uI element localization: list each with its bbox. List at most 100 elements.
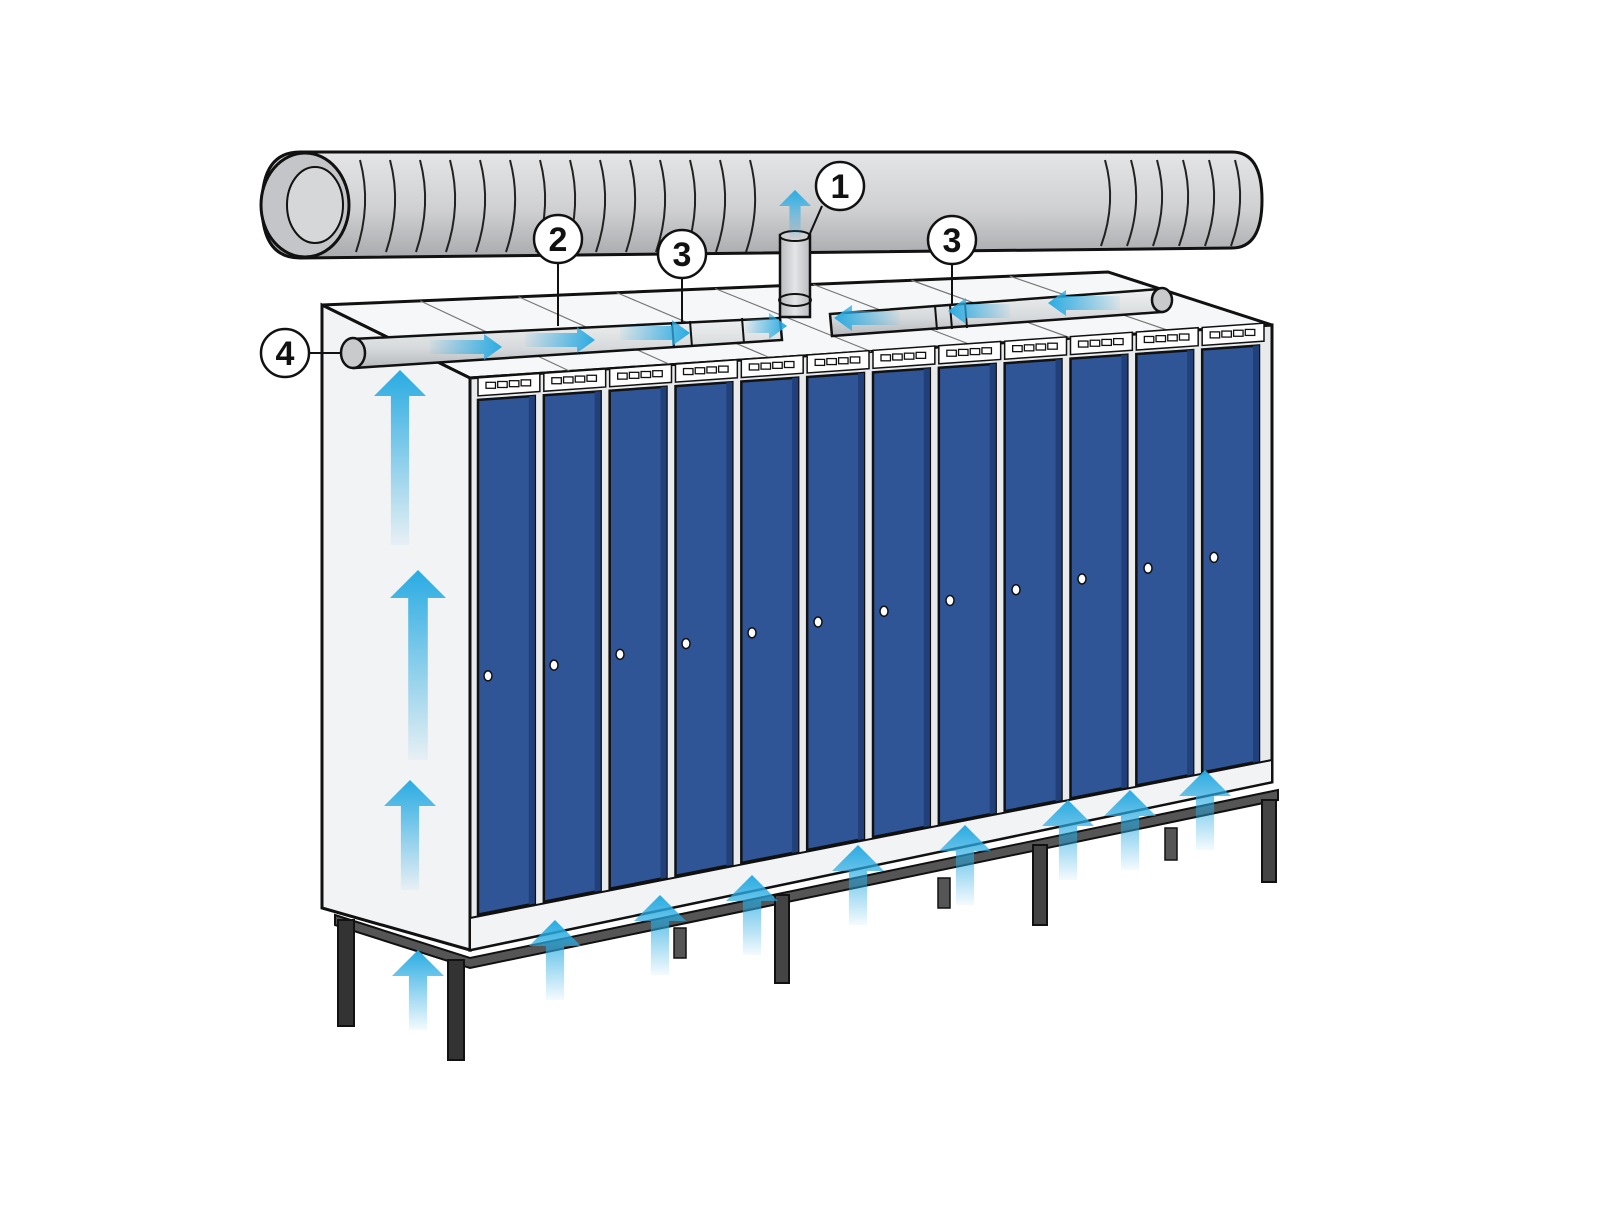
duct-ribs — [355, 159, 1242, 253]
vent-slot — [946, 349, 957, 357]
airflow-arrow-icon — [834, 305, 900, 331]
airflow-arrow-icon — [939, 825, 991, 905]
locker-door-edge — [1253, 345, 1259, 763]
locker-door — [740, 354, 804, 865]
locker-door — [937, 340, 1002, 826]
vent-slot — [880, 354, 892, 362]
leg-front-corner — [447, 959, 465, 1061]
leg-back-1 — [673, 927, 687, 959]
vent-slot — [652, 370, 663, 378]
airflow-arrow-icon — [634, 895, 686, 975]
airflow-arrow-icon — [384, 780, 436, 890]
duct-rib — [415, 159, 427, 253]
vent-slot — [1143, 335, 1155, 344]
airflow-arrow-icon — [745, 313, 787, 339]
locker-door-edge — [660, 386, 667, 879]
duct-rib — [595, 159, 607, 253]
vent-slot — [814, 358, 826, 367]
locker-door — [1003, 336, 1068, 813]
vent-slot — [969, 347, 981, 356]
duct-rib — [715, 159, 727, 253]
vent-slot — [1244, 328, 1256, 337]
locker-door-panel — [871, 367, 932, 839]
callout-3b: 3 — [926, 214, 978, 306]
vent-slot — [520, 379, 532, 387]
vent-slot — [1089, 339, 1101, 347]
airflow-arrow-icon — [779, 190, 811, 238]
vent-slot — [772, 361, 783, 369]
locker-door-edge — [726, 382, 733, 866]
locker-door — [1200, 322, 1265, 775]
vent-slot — [837, 357, 849, 365]
keyhole-icon — [813, 616, 823, 628]
locker-door — [674, 359, 739, 878]
airflow-arrow-icon — [374, 370, 426, 545]
main-exhaust-duct — [259, 150, 1264, 260]
keyhole-icon — [1143, 562, 1153, 574]
vent-slot — [682, 367, 694, 376]
vent-slot — [1178, 333, 1190, 341]
keyhole-icon — [747, 627, 757, 639]
vent-slot — [783, 360, 795, 369]
duct-rib — [625, 159, 637, 253]
duct-rib — [475, 159, 487, 253]
locker-door-panel — [674, 380, 734, 878]
keyhole-icon — [615, 648, 625, 661]
vent-slot — [706, 366, 718, 374]
vent-slot — [617, 372, 628, 380]
locker-door-edge — [594, 391, 601, 892]
vent-slot — [1155, 335, 1167, 343]
locker-door-panel — [740, 376, 800, 865]
vent-slot — [717, 365, 729, 373]
locker-door-panel — [608, 385, 668, 891]
leg-rear-right — [1261, 799, 1277, 883]
vent-slot — [1023, 344, 1035, 352]
base-frame — [334, 788, 1279, 1061]
callout-3a: 3 — [656, 228, 708, 322]
locker-door-edge — [528, 395, 535, 905]
locker-door-panel — [805, 371, 866, 852]
locker-door-edge — [923, 368, 930, 828]
locker-door-edge — [792, 377, 799, 853]
keyhole-icon — [1011, 583, 1021, 596]
callout-3a-label: 3 — [673, 236, 692, 274]
locker-door-edge — [858, 372, 864, 841]
duct-rib — [1100, 159, 1112, 247]
duct-rib — [1178, 159, 1190, 247]
locker-door — [1069, 331, 1134, 800]
vent-slot — [574, 375, 586, 383]
callout-2-label: 2 — [549, 221, 568, 259]
vent-slot — [508, 380, 520, 388]
airflow-arrow-icon — [1104, 790, 1156, 870]
leg-front-right — [1032, 844, 1048, 926]
vent-slot — [1112, 337, 1124, 346]
duct-rib — [505, 159, 517, 253]
airflow-arrow-icon — [392, 950, 444, 1030]
airflow-arrow-icon — [390, 570, 446, 760]
duct-rib — [655, 159, 667, 253]
vent-slot — [497, 380, 508, 389]
locker-door — [608, 363, 673, 891]
vent-slot — [551, 377, 562, 385]
vent-slot — [915, 351, 927, 360]
duct-rib — [1204, 159, 1216, 247]
vent-slot — [1012, 344, 1023, 353]
locker-door-edge — [1055, 359, 1062, 802]
vent-slot — [562, 376, 574, 384]
callout-1-label: 1 — [831, 168, 850, 206]
leg-front-middle — [774, 894, 790, 984]
vent-slot — [1101, 338, 1113, 347]
duct-rib — [1152, 159, 1164, 247]
vent-slot — [760, 362, 772, 370]
duct-rib — [745, 159, 757, 253]
callout-2: 2 — [532, 213, 584, 326]
keyhole-icon — [681, 637, 691, 650]
exhaust-riser — [778, 230, 812, 319]
vent-slot — [849, 356, 861, 364]
keyhole-icon — [549, 659, 559, 671]
vent-slot — [903, 352, 915, 360]
vent-slot — [892, 353, 903, 361]
vent-slot — [628, 371, 640, 379]
